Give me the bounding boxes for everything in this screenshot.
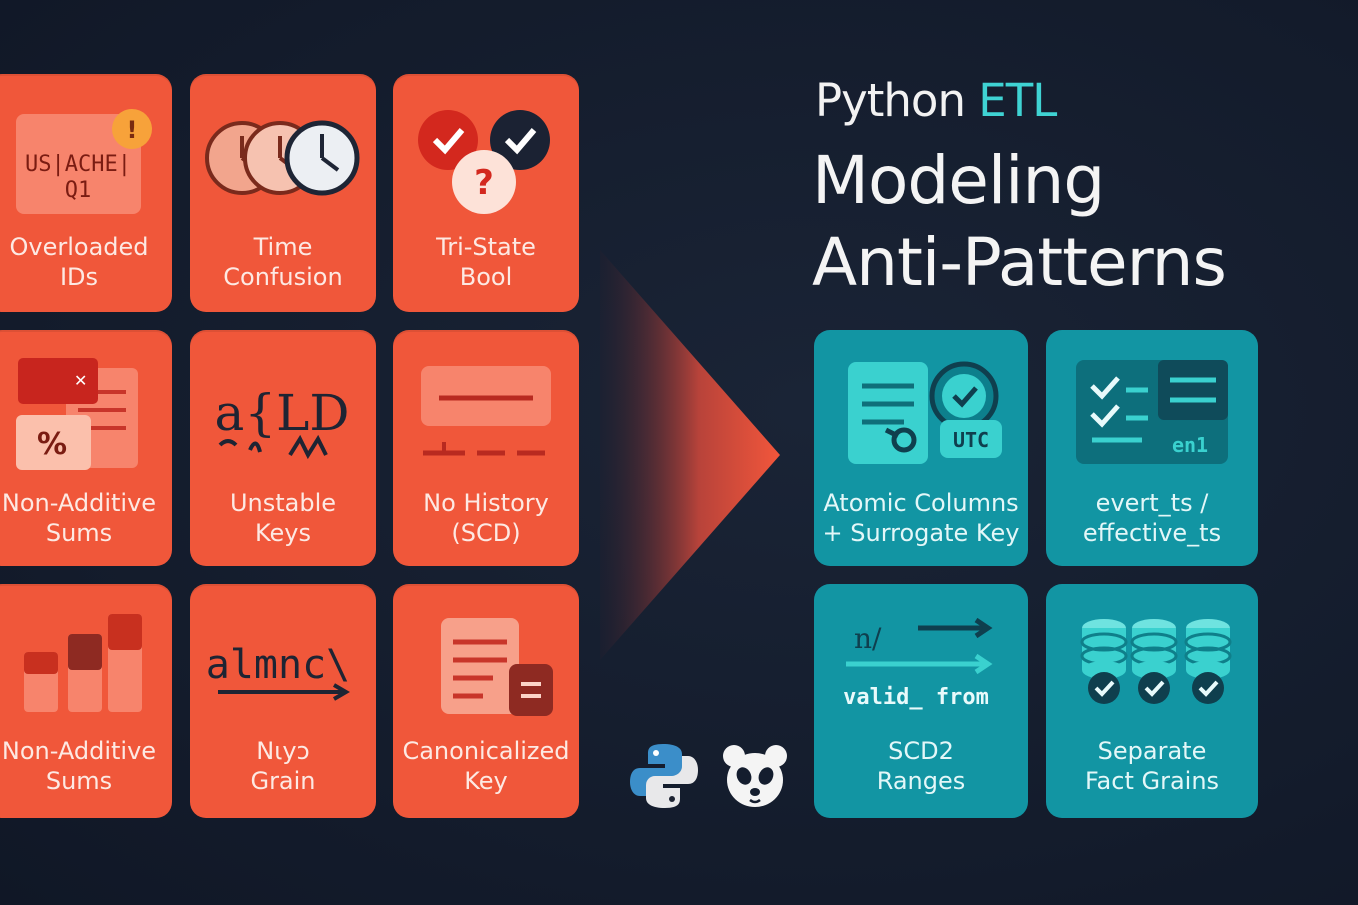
warning-card-icon: US|ACHE| Q1 ! (16, 109, 152, 214)
title-prefix: Python (815, 74, 966, 127)
svg-text:!: ! (127, 116, 138, 144)
tile-label: No History (SCD) (423, 489, 549, 547)
panda-logo-icon (723, 745, 787, 807)
tile-label: Unstable Keys (229, 489, 337, 547)
anti-pattern-tile-canonicalized-key: Canonicalized Key (393, 584, 579, 818)
tile-label: Time Confusion (223, 233, 343, 291)
page-title: Python ETL (815, 74, 1057, 127)
anti-pattern-tile-time-confusion: Time Confusion (190, 74, 376, 312)
anti-pattern-tile-non-additive-sums: ✕ % Non-Additive Sums (0, 330, 172, 566)
history-bar-icon (421, 366, 551, 456)
tile-label: Tri-State Bool (436, 233, 536, 291)
python-logo-icon (630, 744, 698, 808)
checklist-panel-icon: en1 (1076, 360, 1228, 464)
svg-text:%: % (37, 427, 67, 462)
tile-label: Separate Fact Grains (1084, 737, 1220, 795)
svg-text:✕: ✕ (74, 371, 87, 390)
svg-text:a{LD: a{LD (215, 384, 350, 442)
tile-label: Non-Additive Sums (1, 489, 157, 547)
svg-text:Q1: Q1 (65, 178, 92, 203)
scribble-arrow-icon: almnc\ (206, 642, 351, 701)
fix-tile-separate-fact-grains: Separate Fact Grains (1046, 584, 1258, 818)
svg-text:n/: n/ (854, 622, 882, 655)
page-subtitle: Modeling Anti-Patterns (812, 142, 1227, 301)
scribble-icon: a{LD (215, 384, 350, 460)
tile-label: Atomic Columns + Surrogate Key (822, 489, 1020, 547)
anti-pattern-tile-overloaded-ids: US|ACHE| Q1 ! Overloaded IDs (0, 74, 172, 312)
percent-card-icon: ✕ % (16, 358, 138, 470)
tile-label: SCD2 Ranges (876, 737, 966, 795)
transition-arrow-icon (600, 250, 780, 660)
anti-pattern-tile-non-additive-sums-2: Non-Additive Sums (0, 584, 172, 818)
anti-pattern-tile-unstable-keys: a{LD Unstable Keys (190, 330, 376, 566)
title-highlight: ETL (978, 74, 1057, 127)
bar-chart-icon (24, 614, 142, 712)
svg-text:almnc\: almnc\ (206, 642, 351, 688)
database-check-icon (1080, 619, 1232, 704)
fix-tile-event-effective-ts: en1 evert_ts / effective_ts (1046, 330, 1258, 566)
svg-text:valid_ from: valid_ from (843, 685, 989, 710)
anti-pattern-tile-tri-state-bool: ? Tri-State Bool (393, 74, 579, 312)
tile-label: evert_ts / effective_ts (1082, 489, 1222, 547)
clocks-icon (205, 120, 360, 196)
svg-text:?: ? (474, 163, 494, 203)
tile-label: Canonicalized Key (402, 737, 570, 795)
document-clock-key-icon: UTC (848, 361, 1002, 464)
document-icon (441, 618, 553, 716)
tile-label: Overloaded IDs (9, 233, 149, 291)
tile-label: Non-Additive Sums (1, 737, 157, 795)
fix-tile-scd2-ranges: n/ valid_ from SCD2 Ranges (814, 584, 1028, 818)
svg-text:US|ACHE|: US|ACHE| (25, 152, 131, 177)
anti-pattern-tile-no-history: No History (SCD) (393, 330, 579, 566)
anti-pattern-tile-grain: almnc\ Nιyɔ Grain (190, 584, 376, 818)
arrows-icon: n/ valid_ from (843, 617, 993, 710)
tile-label: Nιyɔ Grain (250, 737, 316, 795)
check-question-icon: ? (418, 110, 550, 214)
svg-text:en1: en1 (1172, 433, 1208, 457)
svg-text:UTC: UTC (953, 428, 989, 452)
fix-tile-atomic-columns: UTC Atomic Columns + Surrogate Key (814, 330, 1028, 566)
